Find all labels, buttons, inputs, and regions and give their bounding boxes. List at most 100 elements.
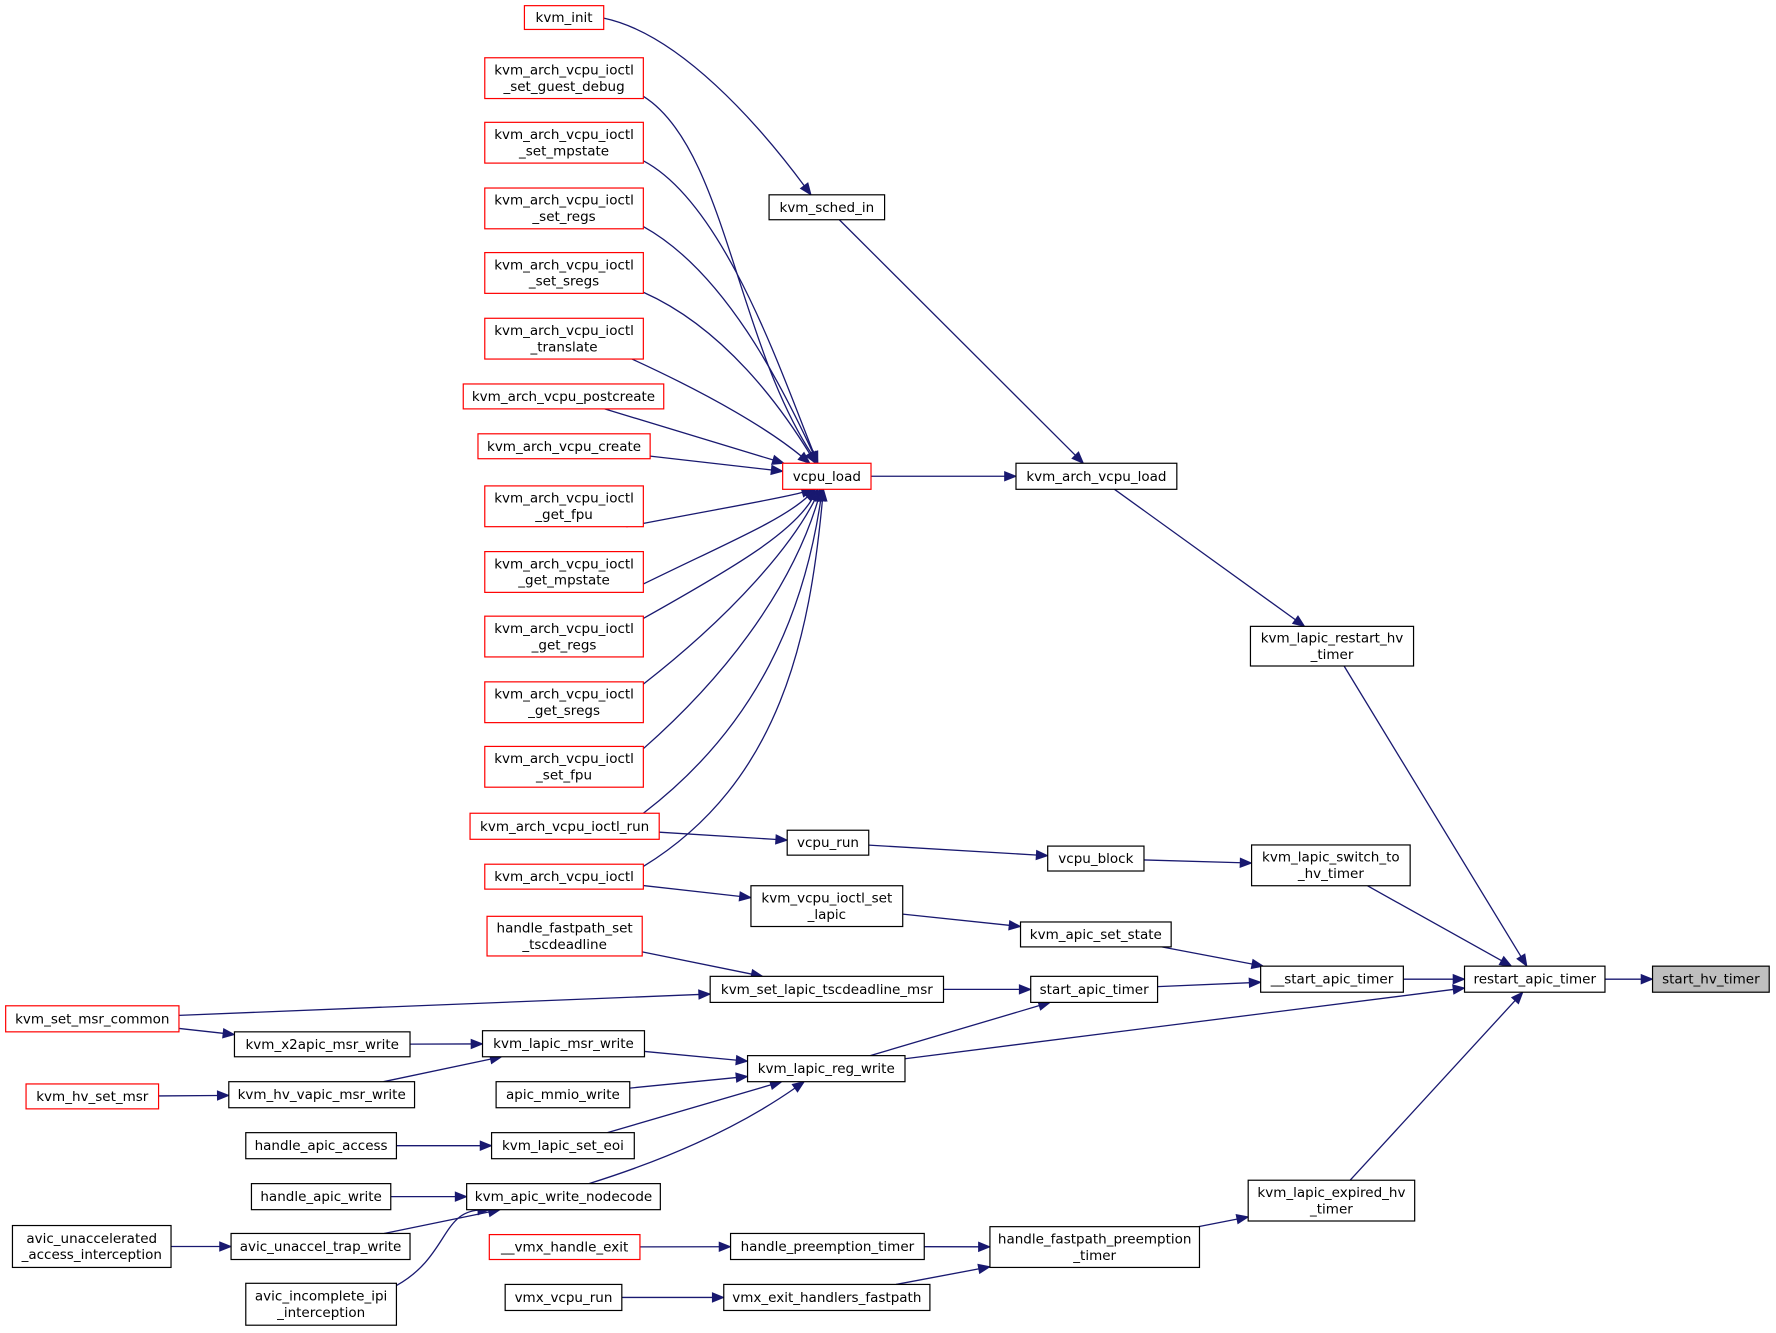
node-kvm-apic-set-state[interactable]: kvm_apic_set_state (1019, 921, 1172, 948)
node-handle-fastpath-tsc[interactable]: handle_fastpath_set_tscdeadline (486, 915, 643, 957)
node-label: start_apic_timer (1040, 982, 1149, 998)
node-label: kvm_arch_vcpu_ioctl_run (480, 819, 649, 835)
arrowhead (1004, 471, 1018, 482)
node-get-mpstate[interactable]: kvm_arch_vcpu_ioctl_get_mpstate (484, 551, 644, 593)
node-label: vcpu_run (797, 835, 859, 851)
node-vcpu-run[interactable]: vcpu_run (786, 829, 870, 856)
arrowhead (718, 1241, 732, 1252)
arrowhead (770, 464, 785, 476)
node-set-mpstate[interactable]: kvm_arch_vcpu_ioctl_set_mpstate (484, 121, 644, 164)
edge-get_fpu-to-vcpu_load (626, 487, 815, 528)
node-kvm-apic-write-nodecode[interactable]: kvm_apic_write_nodecode (466, 1183, 661, 1211)
node-kvm-lapic-expired-hv-timer[interactable]: kvm_lapic_expired_hv_timer (1247, 1179, 1416, 1222)
node-vmx-exit-handlers-fastpath[interactable]: vmx_exit_handlers_fastpath (723, 1283, 931, 1312)
node-get-regs[interactable]: kvm_arch_vcpu_ioctl_get_regs (484, 615, 644, 658)
edge-handle_apic_write-to-kvm_apic_write_nodecode (390, 1191, 468, 1202)
arrowhead (1452, 973, 1466, 985)
node-get-sregs[interactable]: kvm_arch_vcpu_ioctl_get_sregs (484, 681, 644, 724)
node-handle-fastpath-preemption-timer[interactable]: handle_fastpath_preemption_timer (989, 1226, 1201, 1269)
node-handle-apic-access[interactable]: handle_apic_access (245, 1132, 398, 1160)
node-vmx-handle-exit[interactable]: __vmx_handle_exit (488, 1233, 641, 1261)
arrowhead (775, 834, 789, 845)
edge-line (643, 95, 813, 456)
node-kvm-set-lapic-tscdeadline-msr[interactable]: kvm_set_lapic_tscdeadline_msr (709, 975, 945, 1003)
node-set-regs[interactable]: kvm_arch_vcpu_ioctl_set_regs (484, 187, 644, 230)
node-box (486, 915, 643, 957)
node-label: _get_fpu (534, 507, 593, 523)
node-kvm-lapic-msr-write[interactable]: kvm_lapic_msr_write (481, 1030, 646, 1058)
node-kvm-x2apic-msr-write[interactable]: kvm_x2apic_msr_write (233, 1031, 411, 1058)
node-box (484, 57, 644, 100)
node-label: kvm_arch_vcpu_load (1026, 469, 1166, 485)
edge-kvm_apic_write_nodecode-to-kvm_lapic_reg_write (588, 1080, 806, 1185)
node-kvm-hv-vapic-msr-write[interactable]: kvm_hv_vapic_msr_write (228, 1081, 416, 1109)
node-postcreate[interactable]: kvm_arch_vcpu_postcreate (462, 383, 665, 410)
node-vmx-vcpu-run[interactable]: vmx_vcpu_run (504, 1283, 623, 1312)
edges-layer (158, 17, 1654, 1303)
node-kvm-hv-set-msr[interactable]: kvm_hv_set_msr (25, 1083, 160, 1110)
node-box (245, 1282, 398, 1326)
node---start-apic-timer[interactable]: __start_apic_timer (1260, 965, 1404, 993)
edge-line (650, 455, 773, 471)
edge-line (643, 884, 741, 898)
edge-line (1198, 1218, 1239, 1228)
node-handle-apic-write[interactable]: handle_apic_write (250, 1183, 392, 1211)
node-vcpu-block[interactable]: vcpu_block (1047, 845, 1145, 872)
node-get-fpu[interactable]: kvm_arch_vcpu_ioctl_get_fpu (484, 485, 644, 528)
node-label: _tscdeadline (521, 937, 607, 953)
edge-line (383, 1058, 492, 1083)
edge-line (383, 1211, 491, 1235)
node-box (1030, 975, 1159, 1003)
node-box (484, 681, 644, 724)
edge-line (643, 291, 811, 455)
node-label: restart_apic_timer (1473, 972, 1596, 988)
node-box (782, 462, 872, 490)
node-kvm-arch-vcpu-load[interactable]: kvm_arch_vcpu_load (1015, 462, 1178, 490)
node-kvm-set-msr-common[interactable]: kvm_set_msr_common (5, 1005, 180, 1033)
node-ioctl[interactable]: kvm_arch_vcpu_ioctl (484, 863, 644, 890)
node-set-sregs[interactable]: kvm_arch_vcpu_ioctl_set_sregs (484, 251, 644, 294)
node-label: kvm_vcpu_ioctl_set (761, 890, 892, 906)
node-box (11, 1224, 172, 1269)
node-box (245, 1132, 398, 1160)
node-kvm-lapic-restart-hv-timer[interactable]: kvm_lapic_restart_hv_timer (1249, 625, 1415, 667)
node-box (462, 383, 665, 410)
node-kvm-lapic-switch-to-hv-timer[interactable]: kvm_lapic_switch_to_hv_timer (1250, 844, 1411, 887)
node-label: kvm_arch_vcpu_ioctl (494, 621, 634, 637)
node-translate[interactable]: kvm_arch_vcpu_ioctl_translate (484, 317, 644, 360)
node-set-guest-debug[interactable]: kvm_arch_vcpu_ioctl_set_guest_debug (484, 57, 644, 100)
node-box (523, 5, 605, 31)
node-box (25, 1083, 160, 1110)
node-restart-apic-timer[interactable]: restart_apic_timer (1463, 965, 1606, 993)
node-start-hv-timer[interactable]: start_hv_timer (1651, 965, 1770, 993)
node-handle-preemption-timer[interactable]: handle_preemption_timer (729, 1232, 925, 1261)
node-avic-incomplete-ipi[interactable]: avic_incomplete_ipi_interception (245, 1282, 398, 1326)
arrowhead (1018, 984, 1033, 995)
node-kvm-lapic-set-eoi[interactable]: kvm_lapic_set_eoi (490, 1132, 635, 1160)
edge-vmx_handle_exit-to-handle_preemption_timer (639, 1241, 732, 1252)
edge-line (178, 993, 701, 1016)
arrowhead (978, 1241, 992, 1253)
node-avic-unaccel-trap-write[interactable]: avic_unaccel_trap_write (230, 1232, 411, 1261)
node-ioctl-run[interactable]: kvm_arch_vcpu_ioctl_run (469, 812, 660, 840)
node-start-apic-timer[interactable]: start_apic_timer (1030, 975, 1159, 1003)
arrowhead (735, 1072, 749, 1083)
edge-handle_apic_access-to-kvm_lapic_set_eoi (396, 1140, 493, 1151)
edge-handle_fastpath_tsc-to-kvm_set_lapic_tscdeadline_msr (642, 951, 764, 980)
node-kvm-init[interactable]: kvm_init (523, 5, 605, 31)
edge-line (1114, 488, 1297, 621)
node-create[interactable]: kvm_arch_vcpu_create (477, 433, 651, 460)
node-vcpu-load[interactable]: vcpu_load (782, 462, 872, 490)
edge-line (644, 1050, 738, 1061)
node-kvm-vcpu-ioctl-set-lapic[interactable]: kvm_vcpu_ioctl_set_lapic (750, 885, 904, 928)
node-kvm-sched-in[interactable]: kvm_sched_in (768, 194, 886, 221)
edge-vcpu_block-to-kvm_lapic_switch_to_hv_timer (1143, 857, 1253, 868)
edge-line (603, 17, 806, 188)
node-avic-unaccelerated[interactable]: avic_unaccelerated_access_interception (11, 1224, 172, 1269)
node-set-fpu[interactable]: kvm_arch_vcpu_ioctl_set_fpu (484, 745, 644, 788)
edge-kvm_hv_set_msr-to-kvm_hv_vapic_msr_write (158, 1090, 231, 1101)
node-kvm-lapic-reg-write[interactable]: kvm_lapic_reg_write (746, 1055, 906, 1083)
node-apic-mmio-write[interactable]: apic_mmio_write (495, 1081, 631, 1109)
arrowhead (738, 891, 753, 902)
edge-line (631, 358, 803, 458)
